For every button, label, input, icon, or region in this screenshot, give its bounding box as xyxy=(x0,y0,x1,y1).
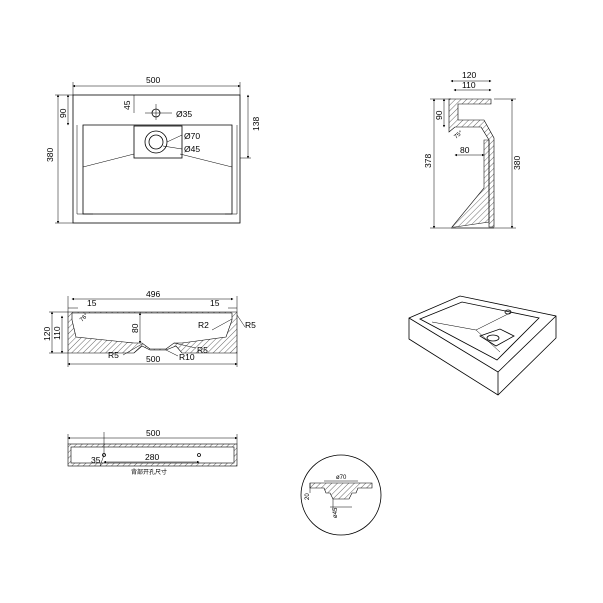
front-outer-height-label: 120 xyxy=(42,327,52,341)
isometric-view xyxy=(408,295,557,396)
side-top-width-label: 120 xyxy=(462,70,476,80)
detail-outer-dia-label: ø70 xyxy=(336,475,347,481)
side-offset-label: 90 xyxy=(434,110,444,120)
front-radius-left-label: R5 xyxy=(108,350,119,360)
top-view: 500 380 90 138 45 Ø35 Ø70 Ø45 xyxy=(45,75,261,224)
front-radius-right-label: R5 xyxy=(245,320,256,330)
side-view: 120 110 378 90 380 80 75° xyxy=(423,70,522,229)
top-width-label: 500 xyxy=(146,75,160,85)
back-edge-offset-label: 35 xyxy=(91,455,101,465)
front-angle-label: 76° xyxy=(79,312,90,323)
back-caption: 背部开孔尺寸 xyxy=(131,468,167,476)
side-right-height-label: 380 xyxy=(512,156,522,170)
side-left-height-label: 378 xyxy=(423,154,433,168)
top-height-label: 380 xyxy=(45,148,55,162)
back-width-label: 500 xyxy=(146,428,160,438)
front-bottom-width-label: 500 xyxy=(146,354,160,364)
top-offset-label: 90 xyxy=(58,108,68,118)
drain-detail: ø70 ø45 20 xyxy=(300,454,382,536)
back-view: 500 280 35 背部开孔尺寸 xyxy=(67,428,238,476)
side-depth-label: 80 xyxy=(460,145,470,155)
front-depth-label: 80 xyxy=(130,323,140,333)
tap-hole-label: Ø35 xyxy=(176,109,192,119)
drain-inner-label: Ø45 xyxy=(184,144,200,154)
top-right-offset-label: 138 xyxy=(251,117,261,131)
front-radius-center-label: R10 xyxy=(179,352,195,362)
side-angle-label: 75° xyxy=(453,130,464,141)
front-radius-right-bottom-label: R5 xyxy=(197,345,208,355)
front-right-margin-label: 15 xyxy=(210,298,220,308)
drain-outer-label: Ø70 xyxy=(184,131,200,141)
front-top-width-label: 496 xyxy=(146,289,160,299)
front-left-margin-label: 15 xyxy=(87,298,97,308)
front-inner-height-label: 110 xyxy=(52,326,62,340)
detail-inner-dia-label: ø45 xyxy=(333,507,339,518)
side-inner-width-label: 110 xyxy=(462,80,476,90)
back-hole-spacing-label: 280 xyxy=(145,452,159,462)
detail-depth-label: 20 xyxy=(305,493,311,500)
front-section: 496 15 15 120 110 80 76° R2 R5 R5 R10 R5… xyxy=(42,289,256,367)
tap-offset-label: 45 xyxy=(122,100,132,110)
front-radius-top-label: R2 xyxy=(198,320,209,330)
